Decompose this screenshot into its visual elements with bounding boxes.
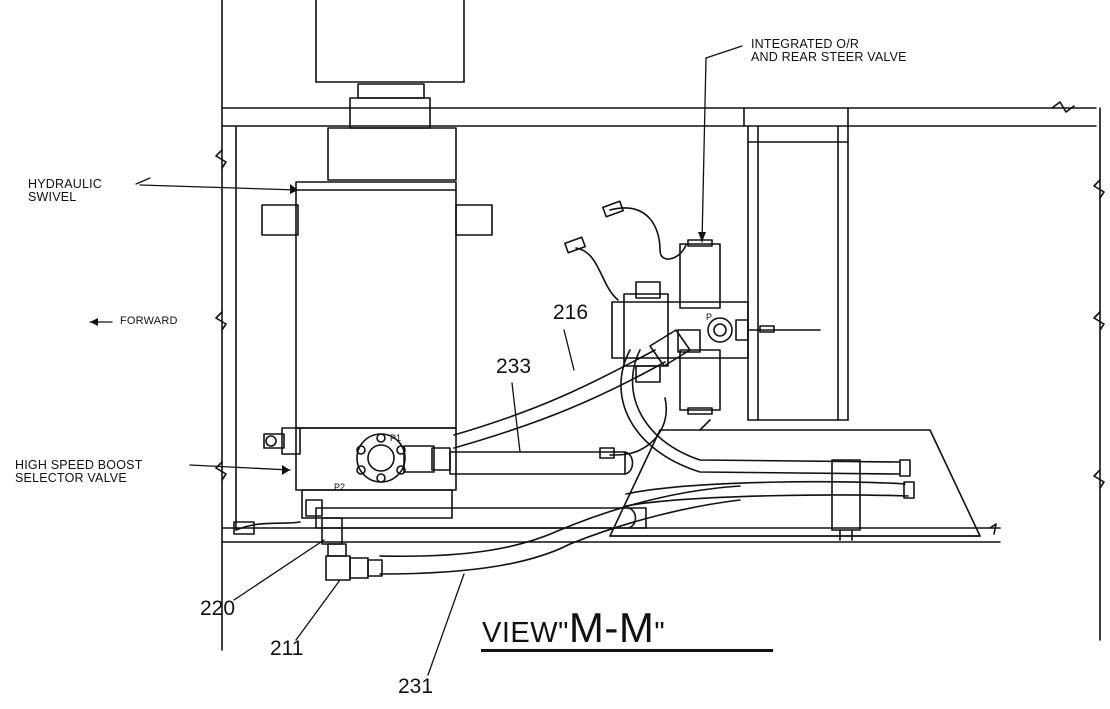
column-base-gusset — [610, 420, 980, 540]
bottom-fittings — [234, 518, 382, 580]
view-title-letters: M-M — [568, 604, 655, 651]
part-number-220: 220 — [200, 597, 236, 620]
integrated-valve-label: INTEGRATED O/R AND REAR STEER VALVE — [751, 37, 907, 65]
integrated-valve — [612, 240, 820, 414]
integrated-valve-label-line2: AND REAR STEER VALVE — [751, 50, 907, 65]
part-number-216: 216 — [553, 301, 589, 324]
top-frame-rail — [222, 102, 1096, 126]
boost-selector-valve — [264, 428, 456, 518]
view-title-suffix: " — [654, 617, 666, 649]
port-mark-p: P — [706, 312, 713, 322]
view-title-underline — [481, 649, 773, 652]
swivel-top-motor — [316, 0, 464, 180]
port-mark-p1: P1 — [390, 433, 402, 443]
hydraulic-swivel-label-line2: SWIVEL — [28, 190, 77, 205]
center-column — [748, 126, 848, 420]
right-frame-wall — [1094, 108, 1104, 640]
return-tubes — [621, 350, 914, 506]
integrated-valve-label-line1: INTEGRATED O/R — [751, 37, 860, 51]
valve-sensor-wires — [565, 201, 686, 458]
view-title: VIEW"M-M" — [482, 604, 666, 651]
boost-selector-valve-label: HIGH SPEED BOOST SELECTOR VALVE — [15, 458, 143, 486]
boost-selector-valve-label-line1: HIGH SPEED BOOST — [15, 458, 143, 472]
part-number-233: 233 — [496, 355, 532, 378]
part-number-231: 231 — [398, 675, 434, 698]
boost-selector-valve-label-line2: SELECTOR VALVE — [15, 471, 127, 486]
bottom-hoses — [316, 486, 740, 574]
hose-233 — [450, 452, 633, 474]
forward-label: FORWARD — [120, 315, 178, 327]
leader-lines — [90, 46, 742, 675]
hydraulic-swivel-body — [262, 182, 492, 428]
hydraulic-swivel-label-line1: HYDRAULIC — [28, 177, 103, 191]
left-frame-wall — [216, 0, 236, 650]
view-title-prefix: VIEW" — [482, 617, 569, 649]
port-mark-p2: P2 — [334, 482, 346, 492]
part-number-211: 211 — [270, 637, 304, 660]
hydraulic-swivel-label: HYDRAULIC SWIVEL — [28, 177, 103, 205]
arrowheads — [90, 184, 706, 475]
